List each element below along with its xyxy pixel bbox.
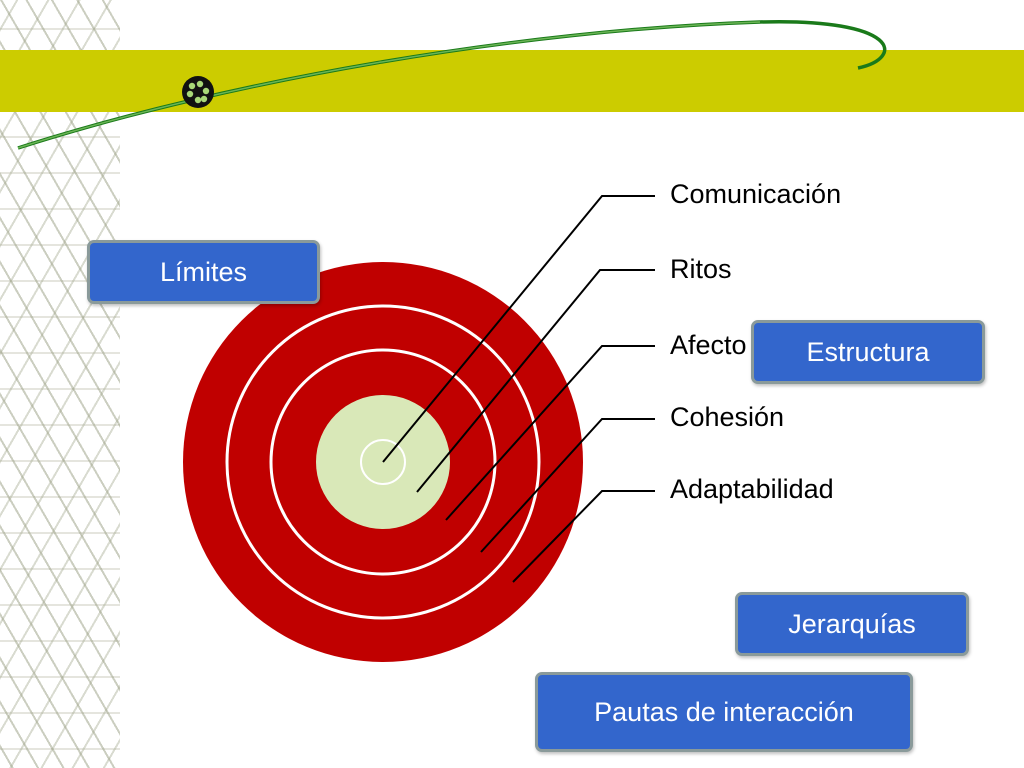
- header-dot-icon: [182, 76, 214, 108]
- leader-ritos: [416, 269, 655, 493]
- leader-cohesion: [480, 418, 655, 553]
- label-comunicacion: Comunicación: [670, 179, 842, 209]
- header-band: [0, 50, 1024, 112]
- label-cohesion: Cohesión: [670, 402, 785, 432]
- label-adaptabilidad: Adaptabilidad: [670, 474, 834, 504]
- box-estructura: Estructura: [751, 320, 985, 384]
- box-jerarquias: Jerarquías: [735, 592, 969, 656]
- leader-afecto: [445, 345, 655, 521]
- box-limites: Límites: [87, 240, 320, 304]
- leader-adaptabilidad: [512, 490, 655, 583]
- header-swoosh: [17, 19, 887, 150]
- label-afecto: Afecto: [670, 330, 747, 360]
- ring-divider-middle: [269, 348, 497, 576]
- ring-divider-outer: [225, 304, 541, 620]
- core-ring: [360, 439, 406, 485]
- box-pautas-de-interaccion: Pautas de interacción: [535, 672, 913, 752]
- decorative-pattern-strip: [0, 0, 120, 768]
- leader-comunicacion: [382, 195, 655, 463]
- label-ritos: Ritos: [670, 254, 732, 284]
